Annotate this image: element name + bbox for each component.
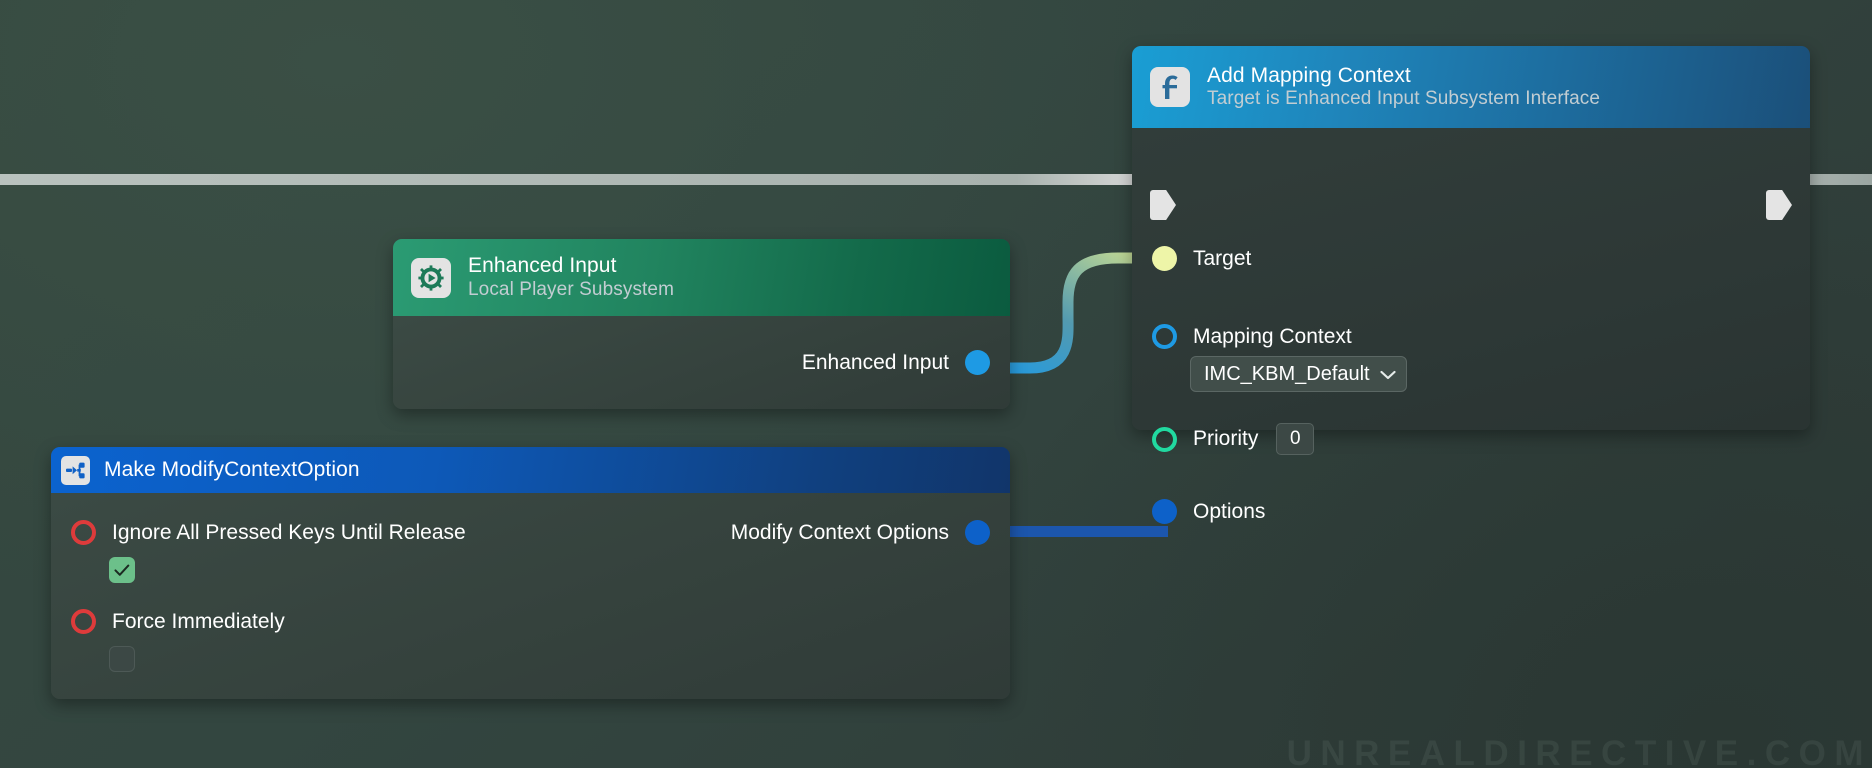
exec-out-pin[interactable]	[1766, 190, 1792, 220]
node-subtitle: Target is Enhanced Input Subsystem Inter…	[1207, 88, 1601, 110]
node-body: Target Mapping Context IMC_KBM_Default P…	[1132, 128, 1810, 524]
options-pin-label: Options	[1193, 499, 1266, 523]
node-title: Make ModifyContextOption	[104, 457, 360, 481]
node-header[interactable]: Add Mapping Context Target is Enhanced I…	[1132, 46, 1810, 128]
mapping-context-dropdown-button[interactable]: IMC_KBM_Default	[1190, 356, 1407, 392]
options-pin[interactable]	[1152, 499, 1177, 524]
priority-pin-label: Priority	[1193, 427, 1259, 450]
node-add-mapping-context[interactable]: Add Mapping Context Target is Enhanced I…	[1132, 46, 1810, 524]
exec-wire-in	[0, 174, 1155, 185]
node-body: Enhanced Input	[393, 316, 1010, 409]
mapping-context-value: IMC_KBM_Default	[1204, 362, 1370, 385]
modify-context-options-pin[interactable]	[965, 520, 990, 545]
force-immediately-pin[interactable]	[71, 609, 96, 634]
node-enhanced-input[interactable]: Enhanced Input Local Player Subsystem En…	[393, 239, 1010, 409]
target-pin[interactable]	[1152, 246, 1177, 271]
chevron-down-icon	[1380, 370, 1396, 380]
pin-row-ignore-all-pressed-keys[interactable]: Ignore All Pressed Keys Until Release	[71, 520, 466, 545]
pin-row-force-immediately[interactable]: Force Immediately	[71, 609, 285, 634]
node-title: Add Mapping Context	[1207, 63, 1411, 87]
pin-row-enhanced-input-output[interactable]: Enhanced Input	[802, 350, 990, 375]
node-make-modify-context-option[interactable]: Make ModifyContextOption Ignore All Pres…	[51, 447, 1010, 699]
gear-glyph	[418, 264, 444, 291]
node-header[interactable]: Enhanced Input Local Player Subsystem	[393, 239, 1010, 316]
watermark: UNREALDIRECTIVE.COM	[1286, 734, 1872, 768]
exec-in-pin[interactable]	[1150, 190, 1176, 220]
node-header[interactable]: Make ModifyContextOption	[51, 447, 1010, 493]
gear-icon	[411, 257, 451, 298]
node-header-text: Make ModifyContextOption	[104, 458, 360, 482]
mapping-context-dropdown[interactable]: IMC_KBM_Default	[1190, 356, 1407, 392]
pin-row-target[interactable]: Target	[1152, 246, 1251, 271]
function-f-glyph	[1162, 75, 1178, 99]
node-header-text: Enhanced Input Local Player Subsystem	[468, 254, 674, 300]
node-header-text: Add Mapping Context Target is Enhanced I…	[1207, 64, 1600, 110]
node-subtitle: Local Player Subsystem	[468, 278, 675, 300]
mapping-context-pin[interactable]	[1152, 324, 1177, 349]
enhanced-input-output-label: Enhanced Input	[801, 350, 949, 374]
ignore-all-pressed-keys-checkbox-wrap[interactable]	[109, 557, 135, 583]
mapping-context-pin-label: Mapping Context	[1193, 324, 1352, 348]
node-title: Enhanced Input	[468, 254, 617, 278]
check-icon	[114, 564, 130, 576]
make-struct-icon	[61, 455, 90, 485]
pin-row-options[interactable]: Options	[1152, 499, 1265, 524]
function-f-icon	[1150, 67, 1190, 107]
node-body: Ignore All Pressed Keys Until Release Fo…	[51, 493, 1010, 699]
modify-context-options-label: Modify Context Options	[730, 520, 949, 544]
ignore-all-pressed-keys-label: Ignore All Pressed Keys Until Release	[112, 520, 466, 544]
force-immediately-checkbox[interactable]	[109, 646, 135, 672]
priority-pin[interactable]	[1152, 426, 1177, 452]
target-pin-label: Target	[1193, 246, 1252, 270]
force-immediately-label: Force Immediately	[112, 609, 285, 633]
pin-row-mapping-context[interactable]: Mapping Context	[1152, 324, 1352, 349]
pin-row-priority[interactable]: Priority 0	[1152, 423, 1315, 455]
ignore-all-pressed-keys-pin[interactable]	[71, 520, 96, 545]
make-struct-glyph	[66, 462, 85, 478]
priority-value-field[interactable]: 0	[1276, 423, 1315, 455]
ignore-all-pressed-keys-checkbox[interactable]	[109, 557, 135, 583]
force-immediately-checkbox-wrap[interactable]	[109, 646, 135, 672]
pin-row-modify-context-options-output[interactable]: Modify Context Options	[731, 520, 990, 545]
enhanced-input-output-pin[interactable]	[965, 350, 990, 375]
